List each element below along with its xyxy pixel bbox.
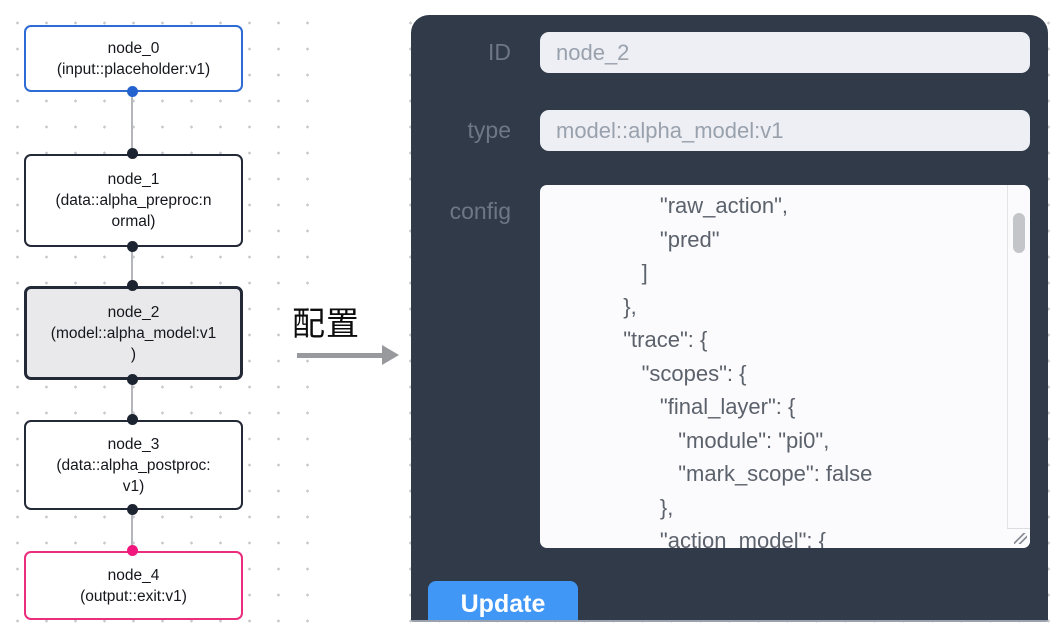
- port-top[interactable]: [127, 280, 138, 291]
- type-input[interactable]: [540, 110, 1030, 151]
- port-bottom[interactable]: [127, 504, 138, 515]
- id-input[interactable]: [540, 32, 1030, 73]
- node-subtitle: (input::placeholder:v1): [56, 60, 211, 78]
- config-scrollbar-thumb[interactable]: [1013, 213, 1025, 253]
- node-title: node_4: [107, 566, 160, 584]
- node-title: node_0: [107, 39, 160, 57]
- port-bottom[interactable]: [127, 241, 138, 252]
- node-0[interactable]: node_0 (input::placeholder:v1): [24, 25, 243, 92]
- node-title: node_2: [107, 303, 160, 321]
- port-bottom[interactable]: [127, 374, 138, 385]
- edge-connector: [131, 510, 133, 551]
- id-label: ID: [488, 39, 511, 65]
- node-title: node_3: [107, 435, 160, 453]
- config-label: config: [449, 198, 511, 224]
- node-subtitle: (output::exit:v1): [80, 587, 187, 605]
- arrow-shaft: [297, 353, 384, 358]
- config-canvas: ID type config "raw_action", "pred" ] },…: [393, 0, 1062, 643]
- update-button[interactable]: Update: [428, 581, 578, 620]
- port-top[interactable]: [127, 545, 138, 556]
- config-editor[interactable]: "raw_action", "pred" ] }, "trace": { "sc…: [540, 185, 1030, 548]
- edge-connector: [131, 92, 133, 154]
- node-title: node_1: [107, 171, 160, 188]
- node-2-selected[interactable]: node_2 (model::alpha_model:v1 ): [24, 286, 243, 380]
- resize-corner[interactable]: [1007, 528, 1030, 548]
- config-panel: ID type config "raw_action", "pred" ] },…: [411, 15, 1048, 622]
- resize-handle-icon: [1014, 533, 1027, 544]
- port-bottom[interactable]: [127, 86, 138, 97]
- node-subtitle: (data::alpha_preproc:n ormal): [55, 192, 212, 230]
- config-scrollbar[interactable]: [1007, 185, 1030, 529]
- type-label: type: [467, 117, 511, 143]
- edge-connector: [131, 247, 133, 286]
- node-3[interactable]: node_3 (data::alpha_postproc: v1): [24, 420, 243, 510]
- flow-canvas: node_0 (input::placeholder:v1) node_1 (d…: [0, 0, 312, 643]
- node-4[interactable]: node_4 (output::exit:v1): [24, 551, 243, 620]
- node-subtitle: (model::alpha_model:v1 ): [50, 324, 217, 363]
- node-1[interactable]: node_1 (data::alpha_preproc:n ormal): [24, 154, 243, 247]
- arrow-right-icon: [297, 345, 401, 365]
- port-top[interactable]: [127, 148, 138, 159]
- port-top[interactable]: [127, 414, 138, 425]
- config-json-text[interactable]: "raw_action", "pred" ] }, "trace": { "sc…: [623, 193, 873, 548]
- edge-connector: [131, 380, 133, 420]
- transition-label: 配置: [292, 305, 360, 342]
- node-subtitle: (data::alpha_postproc: v1): [56, 456, 211, 495]
